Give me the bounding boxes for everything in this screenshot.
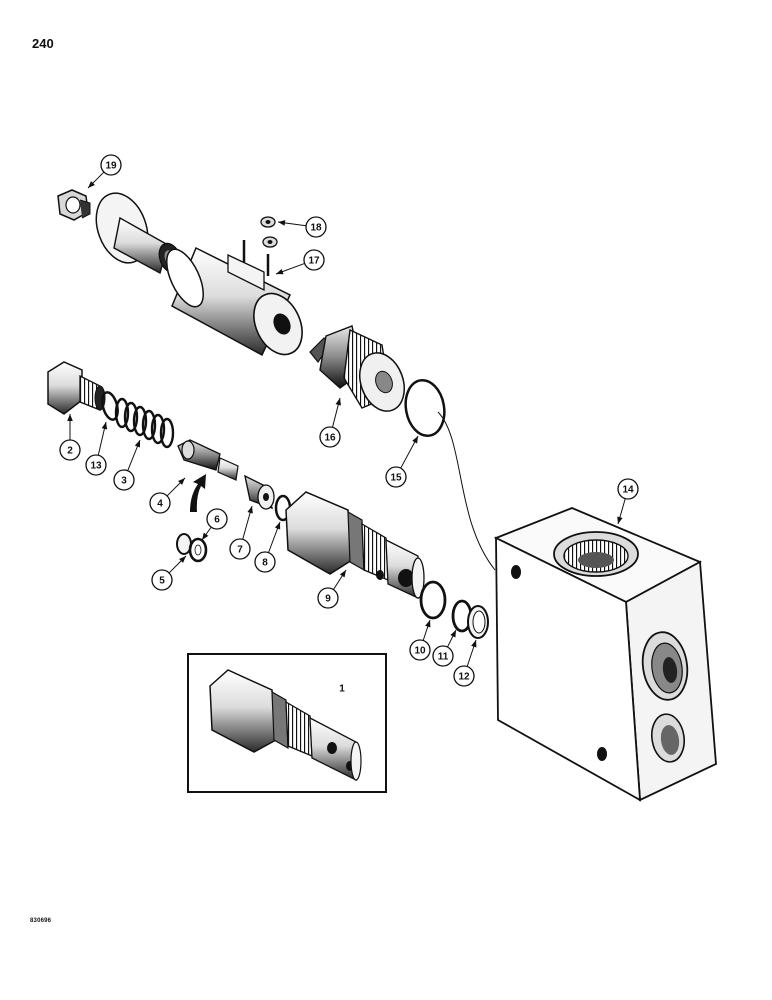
callout-label-16: 16 xyxy=(324,433,336,444)
nuts-18 xyxy=(260,216,278,248)
callout-label-12: 12 xyxy=(458,672,470,683)
o-ring-10 xyxy=(419,580,447,620)
page-number: 240 xyxy=(32,36,54,51)
callout-circle-7 xyxy=(229,538,251,560)
callout-5: 5 xyxy=(151,555,187,591)
callout-12: 12 xyxy=(453,639,477,687)
callout-circle-10 xyxy=(409,639,431,661)
callout-label-1: 1 xyxy=(339,684,345,695)
callout-15: 15 xyxy=(385,435,419,488)
callout-label-2: 2 xyxy=(67,446,73,457)
callout-18: 18 xyxy=(277,216,327,238)
callout-circle-5 xyxy=(151,569,173,591)
callout-circle-2 xyxy=(59,439,81,461)
solenoid-cartridge-16 xyxy=(309,325,405,412)
callout-arrowhead-5 xyxy=(179,556,186,563)
callout-1: 1 xyxy=(339,684,345,695)
callout-label-5: 5 xyxy=(159,576,165,587)
plug-2 xyxy=(47,361,106,415)
callout-label-14: 14 xyxy=(622,485,634,496)
callout-label-11: 11 xyxy=(438,652,449,663)
callout-arrowhead-15 xyxy=(412,436,418,444)
callout-arrowhead-7 xyxy=(247,506,253,514)
rings-5-6 xyxy=(176,533,208,563)
callout-circle-4 xyxy=(149,492,171,514)
callout-label-6: 6 xyxy=(214,515,220,526)
callout-arrowhead-11 xyxy=(450,630,456,638)
callout-11: 11 xyxy=(432,629,457,667)
callout-label-3: 3 xyxy=(121,476,127,487)
callout-circle-12 xyxy=(453,665,475,687)
callout-3: 3 xyxy=(113,439,141,491)
callout-circle-16 xyxy=(319,426,341,448)
callout-14: 14 xyxy=(617,478,639,525)
callout-label-19: 19 xyxy=(105,161,117,172)
callout-arrowhead-9 xyxy=(339,570,346,578)
callout-7: 7 xyxy=(229,505,253,560)
callout-arrowhead-3 xyxy=(134,440,140,448)
callout-13: 13 xyxy=(85,421,108,476)
poppet-4 xyxy=(177,439,239,481)
solenoid-coil-17 xyxy=(166,240,303,357)
callout-circle-19 xyxy=(100,154,122,176)
callout-circle-3 xyxy=(113,469,135,491)
direction-arrow xyxy=(190,474,206,512)
callout-label-13: 13 xyxy=(90,461,102,472)
callout-label-17: 17 xyxy=(308,256,320,267)
callout-label-18: 18 xyxy=(310,223,322,234)
callout-17: 17 xyxy=(275,249,325,275)
callout-circle-17 xyxy=(303,249,325,271)
callout-arrowhead-19 xyxy=(88,181,95,188)
callout-label-10: 10 xyxy=(414,646,426,657)
callout-arrowhead-14 xyxy=(617,516,623,524)
callout-circle-9 xyxy=(317,587,339,609)
callout-arrowhead-17 xyxy=(276,268,284,275)
spring-3 xyxy=(114,397,175,449)
callout-10: 10 xyxy=(409,619,431,661)
callout-circle-15 xyxy=(385,466,407,488)
callout-19: 19 xyxy=(87,154,122,189)
callout-circle-8 xyxy=(254,551,276,573)
leader-line xyxy=(437,411,496,571)
callout-label-7: 7 xyxy=(237,545,243,556)
callout-8: 8 xyxy=(254,521,281,573)
callout-arrowhead-13 xyxy=(101,422,108,430)
inset-box xyxy=(187,653,387,793)
callout-label-9: 9 xyxy=(325,594,331,605)
callout-circle-14 xyxy=(617,478,639,500)
callout-arrowhead-6 xyxy=(202,532,209,540)
valve-body-14 xyxy=(493,507,717,802)
callout-label-8: 8 xyxy=(262,558,268,569)
callout-6: 6 xyxy=(201,508,228,541)
callout-arrowhead-2 xyxy=(67,414,73,421)
callout-circle-11 xyxy=(432,645,454,667)
callout-9: 9 xyxy=(317,569,347,609)
o-ring-15 xyxy=(404,378,446,438)
callout-label-15: 15 xyxy=(390,473,402,484)
callout-arrowhead-10 xyxy=(425,620,431,628)
seat-7 xyxy=(244,474,275,510)
callout-circle-6 xyxy=(206,508,228,530)
callout-arrowhead-16 xyxy=(335,398,341,406)
reference-code: 830696 xyxy=(30,918,52,924)
callout-arrowhead-18 xyxy=(278,220,286,226)
callout-circle-18 xyxy=(305,216,327,238)
callout-arrowhead-8 xyxy=(274,522,281,530)
callout-circle-13 xyxy=(85,454,107,476)
callout-label-4: 4 xyxy=(157,499,163,510)
backup-ring-12 xyxy=(467,605,489,639)
callout-2: 2 xyxy=(59,414,81,461)
callout-4: 4 xyxy=(149,477,186,514)
cartridge-inset-1 xyxy=(209,669,362,782)
nut-19 xyxy=(57,189,91,221)
cartridge-valve-9 xyxy=(285,491,425,600)
callout-arrowhead-12 xyxy=(471,640,477,648)
callout-16: 16 xyxy=(319,397,341,448)
callout-arrowhead-4 xyxy=(178,478,185,485)
